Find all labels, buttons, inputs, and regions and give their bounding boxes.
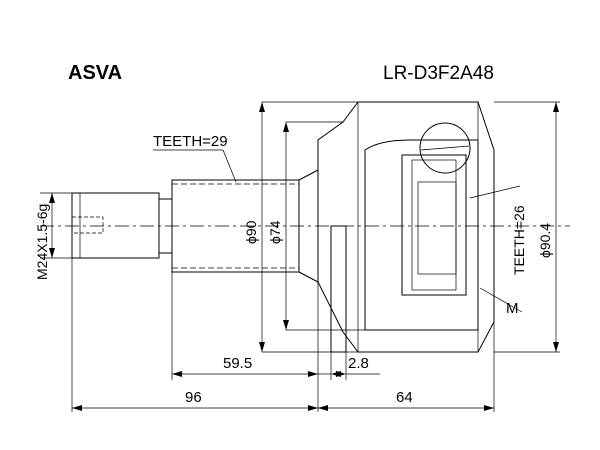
brand-title: ASVA	[68, 62, 122, 84]
label-teeth-inner: TEETH=26	[511, 205, 527, 275]
dimension-lines	[40, 102, 557, 409]
label-m: M	[506, 300, 519, 317]
label-teeth-outer: TEETH=29	[153, 133, 228, 150]
dim-ring-width: 2.8	[348, 355, 369, 372]
ball	[419, 122, 471, 174]
outer-housing	[317, 101, 495, 353]
label-dia-74: ϕ74	[267, 220, 283, 244]
dim-spline-length: 59.5	[223, 355, 252, 372]
dim-housing-length: 64	[396, 389, 413, 406]
label-dia-90-4: ϕ90.4	[537, 223, 553, 258]
label-thread: M24X1.5-6g	[34, 204, 50, 280]
part-number: LR-D3F2A48	[383, 63, 494, 84]
inner-race	[401, 154, 467, 296]
label-dia-90: ϕ90	[243, 220, 259, 244]
leader-lines	[153, 149, 523, 313]
arrowheads	[49, 102, 559, 411]
threaded-end	[71, 192, 173, 259]
extension-lines	[71, 101, 560, 412]
dim-shaft-length: 96	[185, 389, 202, 406]
